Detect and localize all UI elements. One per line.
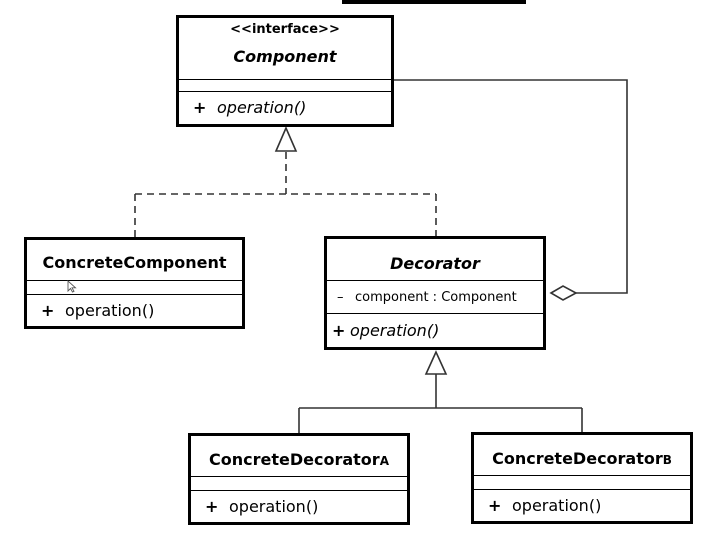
operations-section: + operation() <box>191 491 407 522</box>
attributes-section <box>179 80 391 92</box>
attributes-section: – component : Component <box>327 281 543 314</box>
operations-section: + operation() <box>179 92 391 124</box>
aggregation-line <box>394 79 628 294</box>
attributes-section <box>27 281 242 295</box>
visibility-private: – <box>337 289 344 305</box>
attributes-section <box>474 476 690 490</box>
concrete-decorator-a-header: ConcreteDecoratorA <box>191 436 407 477</box>
class-name: ConcreteDecoratorA <box>191 450 407 469</box>
visibility-public: + <box>488 495 502 515</box>
generalization-connector <box>298 374 583 433</box>
visibility-public: + <box>41 300 55 320</box>
top-edge-bar <box>342 0 526 4</box>
concrete-decorator-b-header: ConcreteDecoratorB <box>474 435 690 476</box>
class-name: ConcreteComponent <box>42 253 227 272</box>
concrete-component-class[interactable]: ConcreteComponent + operation() <box>24 237 245 329</box>
operation-label: operation() <box>350 320 440 340</box>
mouse-pointer-icon <box>67 280 77 293</box>
concrete-decorator-b-class[interactable]: ConcreteDecoratorB + operation() <box>471 432 693 524</box>
visibility-public: + <box>193 98 207 117</box>
operations-section: + operation() <box>27 295 242 326</box>
decorator-class[interactable]: Decorator – component : Component + oper… <box>324 236 546 350</box>
concrete-decorator-a-class[interactable]: ConcreteDecoratorA + operation() <box>188 433 410 525</box>
realization-connector <box>134 152 437 237</box>
component-header: <<interface>> Component <box>179 18 391 80</box>
component-class[interactable]: <<interface>> Component + operation() <box>176 15 394 127</box>
operations-section: + operation() <box>327 314 543 347</box>
visibility-public: + <box>332 320 346 340</box>
operation-label: operation() <box>217 98 307 117</box>
visibility-public: + <box>205 496 219 516</box>
attributes-section <box>191 477 407 491</box>
operation-label: operation() <box>65 300 155 320</box>
stereotype-label: <<interface>> <box>230 22 340 37</box>
realization-arrowhead <box>274 125 298 152</box>
decorator-header: Decorator <box>327 239 543 281</box>
attribute-label: component : Component <box>355 289 517 305</box>
operations-section: + operation() <box>474 490 690 521</box>
generalization-arrowhead <box>424 350 448 375</box>
class-name-base: ConcreteDecorator <box>209 450 380 469</box>
aggregation-diamond <box>549 285 578 301</box>
class-name-suffix: B <box>662 453 672 467</box>
concrete-component-header: ConcreteComponent <box>27 240 242 281</box>
class-name-suffix: A <box>379 454 389 468</box>
operation-label: operation() <box>512 495 602 515</box>
class-name: ConcreteDecoratorB <box>474 449 690 468</box>
class-name: Component <box>233 47 337 66</box>
operation-label: operation() <box>229 496 319 516</box>
class-name-base: ConcreteDecorator <box>492 449 663 468</box>
class-name: Decorator <box>390 254 480 273</box>
